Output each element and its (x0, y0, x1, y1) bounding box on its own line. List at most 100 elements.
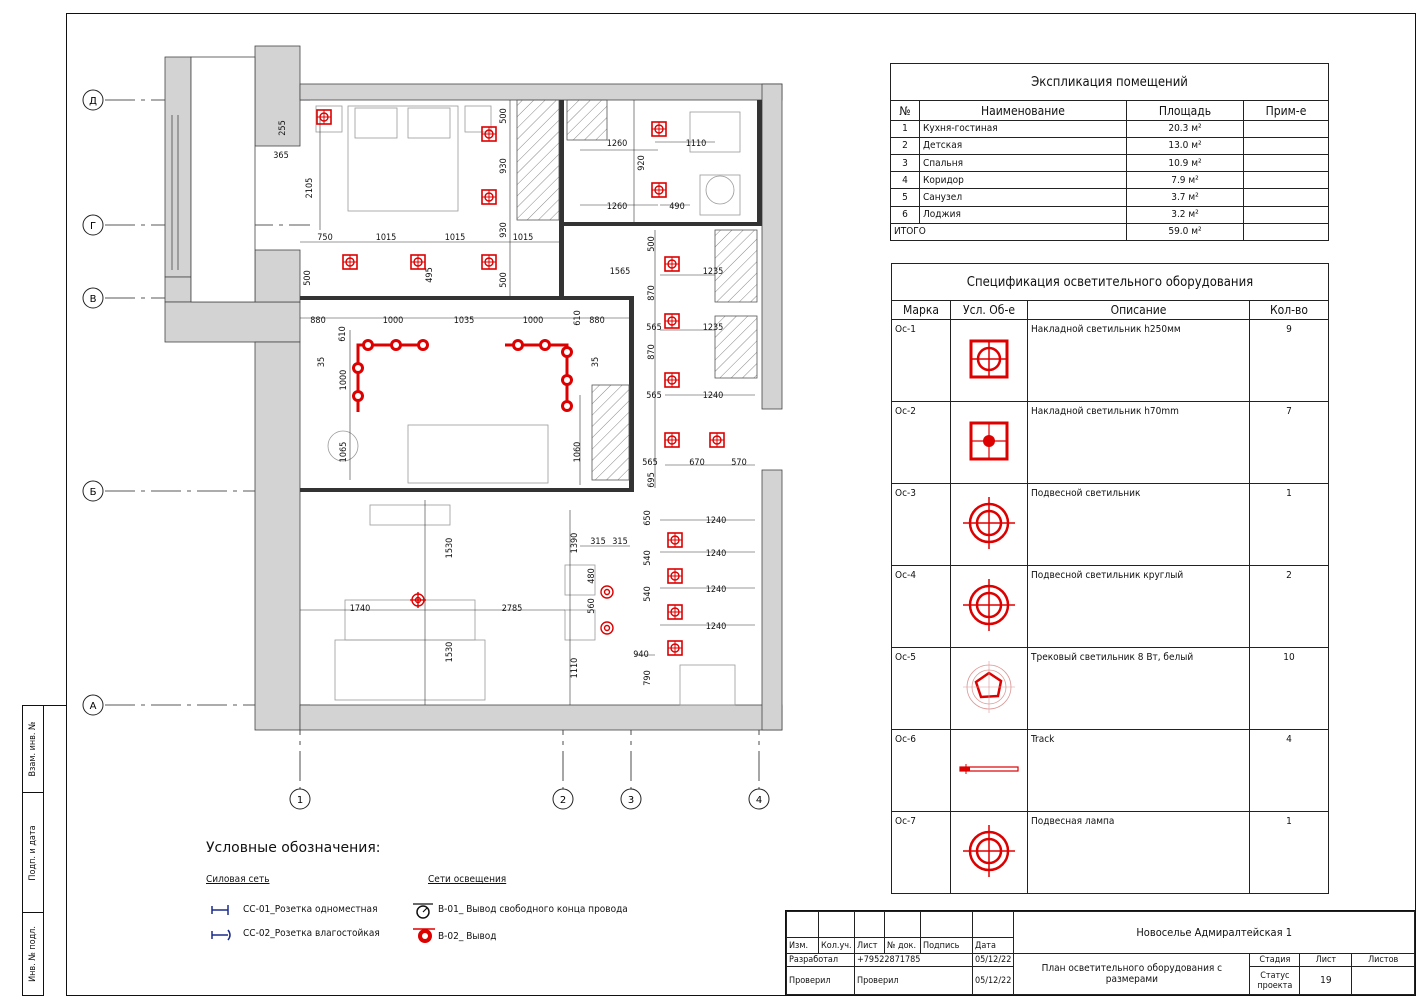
dim-label: 1060 (573, 442, 583, 463)
dim-label: 570 (731, 458, 746, 468)
axis-row-label: Д (89, 96, 97, 107)
dim-label: 500 (499, 108, 509, 123)
dim-label: 610 (573, 310, 583, 325)
spec-title: Спецификация осветительного оборудования (891, 263, 1329, 301)
dim-label: 1260 (607, 202, 628, 212)
dim-label: 1260 (607, 139, 628, 149)
dim-label: 495 (425, 267, 435, 282)
spec-header: Описание (1027, 300, 1250, 320)
explication-header: Площадь (1126, 100, 1244, 121)
dim-label: 1390 (570, 533, 580, 554)
dim-label: 490 (669, 202, 684, 212)
legend-item: СС-02_Розетка влагостойкая (243, 928, 380, 939)
table-row: Ос-3 Подвесной светильник 1 (891, 483, 1329, 566)
dim-label: 670 (689, 458, 704, 468)
table-row: Ос-2 Накладной светильник h70mm 7 (891, 401, 1329, 484)
dim-label: 1530 (445, 538, 455, 559)
dim-label: 750 (317, 233, 332, 243)
explication-header: Прим-е (1243, 100, 1329, 121)
round-pendant-lamp-icon (963, 579, 1015, 631)
dim-label: 1015 (513, 233, 534, 243)
dim-label: 870 (647, 344, 657, 359)
dim-label: 1065 (339, 442, 349, 463)
dim-label: 1235 (703, 267, 724, 277)
dim-label: 1035 (454, 316, 475, 326)
dim-label: 1235 (703, 323, 724, 333)
dim-label: 35 (317, 357, 327, 367)
axis-row-label: В (90, 294, 97, 305)
dimension-labels: 255 365 2105 500 930 930 500 750 1015 10… (273, 108, 746, 685)
dim-label: 920 (637, 155, 647, 170)
dim-label: 650 (643, 510, 653, 525)
dim-label: 1015 (376, 233, 397, 243)
legend-power-title: Силовая сеть (206, 874, 270, 885)
table-row: Ос-4 Подвесной светильник круглый 2 (891, 565, 1329, 648)
dim-label: 540 (643, 586, 653, 601)
table-row: Ос-5 Трековый светильник 8 Вт, белый 10 (891, 647, 1329, 730)
dim-label: 1000 (383, 316, 404, 326)
dim-label: 560 (587, 598, 597, 613)
sidebar-label: Инв. № подл. (28, 926, 38, 982)
dim-label: 2105 (305, 178, 315, 199)
explication-header: Наименование (919, 100, 1127, 121)
dim-label: 1110 (686, 139, 707, 149)
pendant-bulb-icon (963, 825, 1015, 877)
dim-label: 480 (587, 568, 597, 583)
dim-label: 565 (642, 458, 657, 468)
axis-col-label: 4 (756, 795, 762, 806)
table-row: Ос-7 Подвесная лампа 1 (891, 811, 1329, 894)
dim-label: 540 (643, 550, 653, 565)
axis-col-label: 1 (297, 795, 303, 806)
dim-label: 35 (591, 357, 601, 367)
outlet-icon (413, 928, 435, 943)
sheet-title: План осветительного оборудования с разме… (1013, 953, 1251, 995)
wire-end-icon (413, 903, 433, 919)
dim-label: 930 (499, 222, 509, 237)
sidebar-outer (44, 705, 66, 996)
track-rail-icon (959, 764, 1019, 774)
spec-header: Кол-во (1249, 300, 1329, 320)
dim-label: 1000 (339, 370, 349, 391)
project-name: Новоселье Адмиралтейская 1 (1013, 911, 1415, 954)
dim-label: 930 (499, 158, 509, 173)
axis-row-label: Г (90, 221, 96, 232)
dim-label: 880 (589, 316, 604, 326)
sidebar: Взам. инв. № Подп. и дата Инв. № подл. (22, 705, 44, 996)
pendant-lamp-icon (963, 497, 1015, 549)
dim-label: 1240 (706, 516, 727, 526)
dim-label: 315 (612, 537, 627, 547)
title-block: Новоселье Адмиралтейская 1 Изм. Кол.уч. … (785, 910, 1416, 996)
dim-label: 610 (338, 326, 348, 341)
dim-label: 2785 (502, 604, 523, 614)
legend-item: В-01_ Вывод свободного конца провода (438, 904, 628, 915)
drawing-frame (66, 13, 1416, 996)
dim-label: 315 (590, 537, 605, 547)
dim-label: 1740 (350, 604, 371, 614)
dim-label: 695 (647, 472, 657, 487)
legend-light-title: Сети освещения (428, 874, 507, 885)
spec-header: Усл. Об-е (950, 300, 1028, 320)
sidebar-label: Подп. и дата (28, 824, 38, 881)
dim-label: 500 (647, 236, 657, 251)
axis-row-label: Б (90, 487, 97, 498)
legend-title: Условные обозначения: (206, 840, 381, 856)
dim-label: 1240 (706, 622, 727, 632)
dim-label: 1565 (610, 267, 631, 277)
dim-label: 500 (499, 272, 509, 287)
explication-title: Экспликация помещений (890, 62, 1329, 102)
explication-table: Экспликация помещений № Наименование Пло… (890, 62, 1329, 242)
track-lights (352, 339, 573, 412)
table-row: Ос-1 Накладной светильник h250мм 9 (891, 319, 1329, 402)
dim-label: 870 (647, 285, 657, 300)
dim-label: 1240 (703, 391, 724, 401)
spec-table: Спецификация осветительного оборудования… (891, 263, 1329, 894)
pendant-lamps (410, 585, 614, 635)
dim-label: 365 (273, 151, 288, 161)
